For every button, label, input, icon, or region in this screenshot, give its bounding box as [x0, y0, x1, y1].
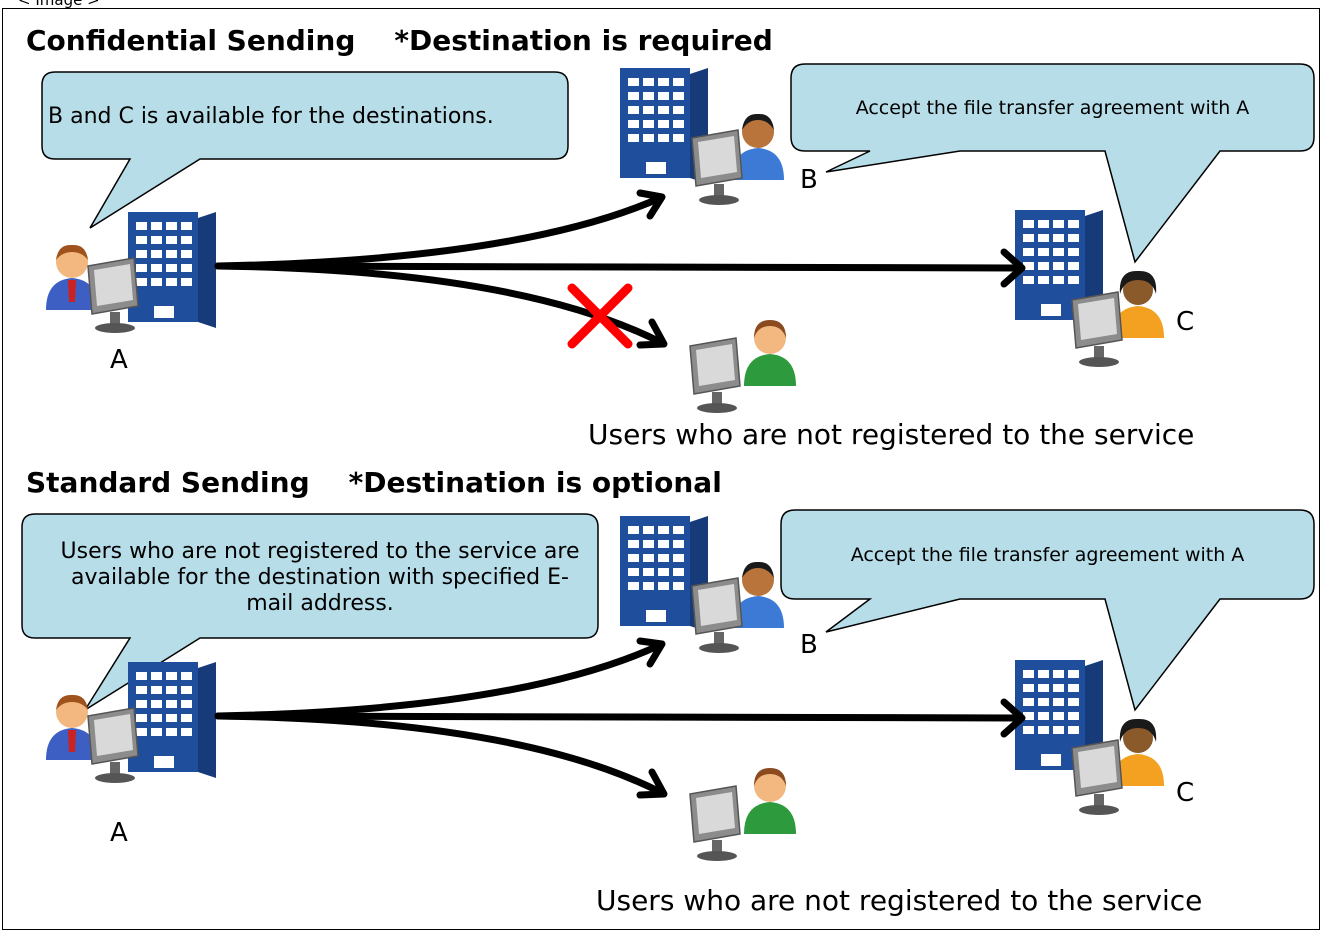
sender-label-2: A [110, 818, 128, 848]
arrow-to-unregistered-head [636, 318, 668, 349]
recipient-b-label-2: B [800, 630, 818, 660]
unregistered-caption-2: Users who are not registered to the serv… [596, 884, 1203, 917]
arrow-to-b [214, 194, 664, 270]
sender-bubble-text: B and C is available for the destination… [48, 103, 494, 129]
arrow-to-c-2 [214, 712, 1024, 722]
recipient-c-label-2: C [1176, 778, 1195, 808]
arrow-to-b-2-head [636, 637, 666, 668]
arrow-to-unregistered-2 [214, 712, 666, 797]
unregistered-caption: Users who are not registered to the serv… [588, 418, 1195, 451]
sender-label: A [110, 345, 128, 375]
arrow-to-b-2 [214, 641, 664, 720]
arrow-to-b-head [636, 189, 666, 220]
section-heading-standard: Standard Sending *Destination is optiona… [26, 466, 722, 499]
arrow-to-c-head [1000, 248, 1026, 288]
arrow-to-unregistered-2-head [636, 768, 668, 799]
receiver-bubble-text-2: Accept the file transfer agreement with … [850, 544, 1245, 566]
receiver-bubble-shape-2 [780, 509, 1315, 712]
recipient-c-label: C [1176, 307, 1195, 337]
sender-bubble-shape [41, 71, 569, 229]
red-x-icon [567, 283, 633, 349]
image-caption: < Image > [18, 0, 100, 9]
sender-bubble-text-2: Users who are not registered to the serv… [60, 539, 580, 616]
arrow-to-c [214, 262, 1024, 272]
arrow-to-unregistered [214, 262, 666, 347]
diagram-frame [2, 8, 1320, 930]
recipient-b-label: B [800, 165, 818, 195]
arrow-to-c-2-head [1000, 698, 1026, 738]
receiver-bubble-text: Accept the file transfer agreement with … [855, 97, 1250, 119]
section-heading-confidential: Confidential Sending *Destination is req… [26, 24, 773, 57]
receiver-bubble-shape [790, 63, 1315, 264]
